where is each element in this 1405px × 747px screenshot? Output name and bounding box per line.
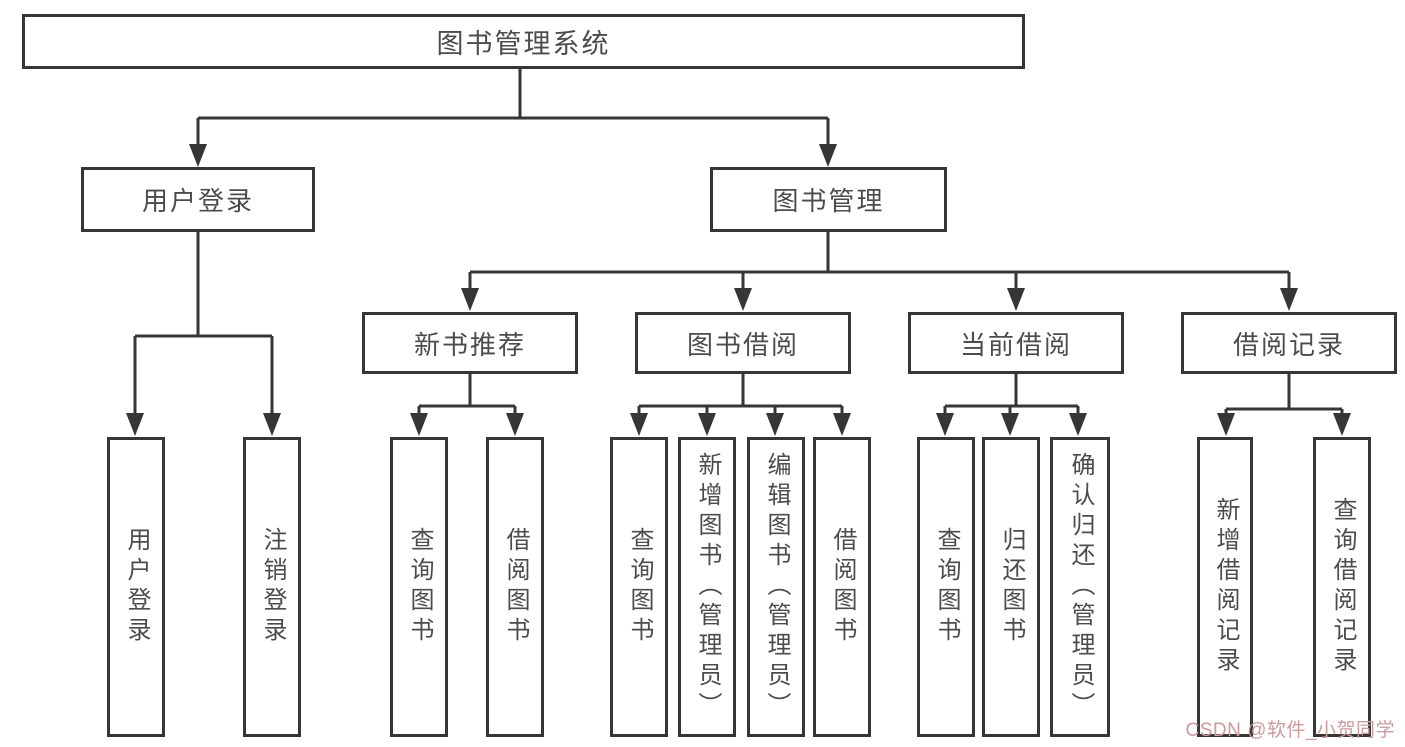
leaf-query-books-borrow-label: 查询图书 bbox=[626, 527, 653, 647]
leaf-query-books-recommend: 查询图书 bbox=[390, 437, 448, 737]
node-book-management: 图书管理 bbox=[710, 167, 947, 232]
leaf-borrow-books-recommend: 借阅图书 bbox=[486, 437, 544, 737]
leaf-query-borrow-record: 查询借阅记录 bbox=[1313, 437, 1371, 737]
leaf-confirm-return-admin: 确认归还（管理员） bbox=[1050, 437, 1110, 737]
leaf-query-borrow-record-label: 查询借阅记录 bbox=[1329, 497, 1356, 677]
leaf-query-books-recommend-label: 查询图书 bbox=[406, 527, 433, 647]
leaf-add-book-admin-label: 新增图书（管理员） bbox=[694, 452, 721, 722]
node-root: 图书管理系统 bbox=[22, 14, 1025, 69]
leaf-logout: 注销登录 bbox=[243, 437, 301, 737]
leaf-add-book-admin: 新增图书（管理员） bbox=[678, 437, 736, 737]
leaf-confirm-return-admin-label: 确认归还（管理员） bbox=[1067, 452, 1094, 722]
leaf-query-books-borrow: 查询图书 bbox=[610, 437, 668, 737]
node-user-login: 用户登录 bbox=[81, 167, 315, 232]
leaf-borrow-books-recommend-label: 借阅图书 bbox=[502, 527, 529, 647]
leaf-query-books-current: 查询图书 bbox=[917, 437, 975, 737]
leaf-borrow-books: 借阅图书 bbox=[813, 437, 871, 737]
leaf-add-borrow-record: 新增借阅记录 bbox=[1197, 437, 1253, 737]
leaf-logout-label: 注销登录 bbox=[259, 527, 286, 647]
node-current-borrow: 当前借阅 bbox=[908, 312, 1124, 374]
node-new-book-recommend: 新书推荐 bbox=[362, 312, 578, 374]
leaf-borrow-books-label: 借阅图书 bbox=[829, 527, 856, 647]
leaf-add-borrow-record-label: 新增借阅记录 bbox=[1212, 497, 1239, 677]
leaf-user-login-label: 用户登录 bbox=[123, 527, 150, 647]
leaf-return-book: 归还图书 bbox=[982, 437, 1040, 737]
leaf-edit-book-admin: 编辑图书（管理员） bbox=[747, 437, 805, 737]
arrowheads bbox=[126, 144, 1351, 436]
node-borrow-records: 借阅记录 bbox=[1181, 312, 1397, 374]
leaf-return-book-label: 归还图书 bbox=[998, 527, 1025, 647]
leaf-user-login: 用户登录 bbox=[107, 437, 165, 737]
watermark: CSDN @软件_小贺同学 bbox=[1185, 720, 1395, 741]
leaf-query-books-current-label: 查询图书 bbox=[933, 527, 960, 647]
node-book-borrow: 图书借阅 bbox=[635, 312, 851, 374]
leaf-edit-book-admin-label: 编辑图书（管理员） bbox=[763, 452, 790, 722]
